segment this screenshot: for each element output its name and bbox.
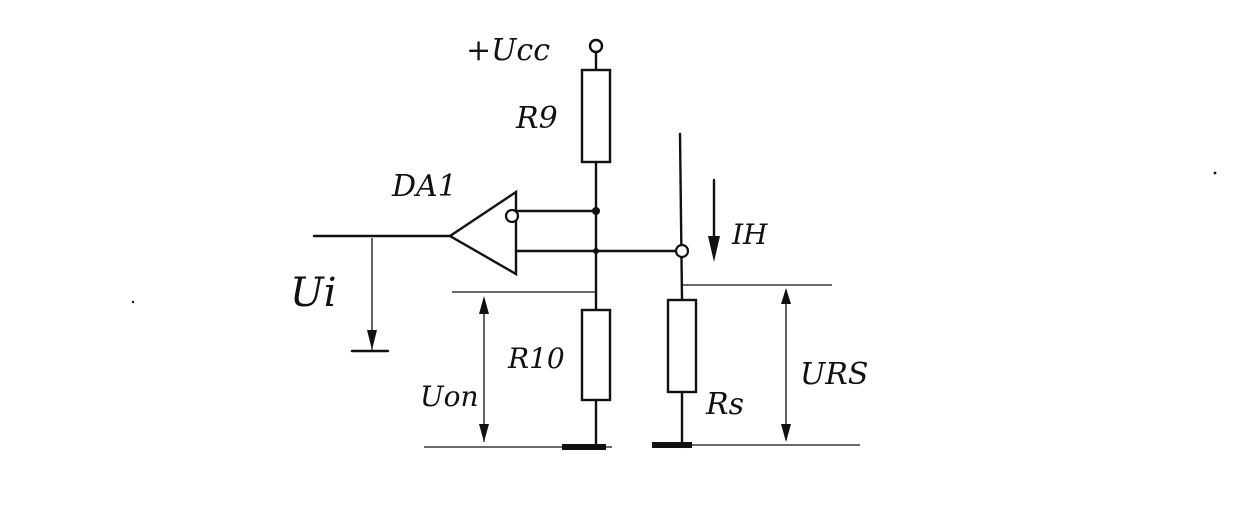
supply-terminal xyxy=(588,38,604,54)
speck xyxy=(131,300,135,304)
resistor-r10 xyxy=(580,308,612,402)
ground-symbol-right xyxy=(652,442,692,448)
resistor-r9 xyxy=(580,68,612,164)
uon-arrow-head-down xyxy=(479,424,489,442)
current-arrow-head xyxy=(708,236,720,262)
resistor-rs xyxy=(666,298,698,394)
label-r10: R10 xyxy=(507,342,565,375)
load-wire xyxy=(678,132,684,302)
urs-arrow-head-up xyxy=(781,288,791,304)
label-r9: R9 xyxy=(515,101,558,136)
inverting-input-bubble xyxy=(504,208,520,224)
label-supply: +Ucc xyxy=(466,33,550,68)
label-da1: DA1 xyxy=(391,169,457,204)
label-uon: Uon xyxy=(420,380,479,413)
ground-symbol-left xyxy=(562,444,606,450)
label-urs: URS xyxy=(800,357,868,392)
sense-node xyxy=(674,243,690,259)
junction-dot-top xyxy=(592,207,600,215)
ui-arrow-head xyxy=(367,330,377,350)
junction-dot-cross xyxy=(593,248,599,254)
label-ui: Ui xyxy=(290,270,337,316)
urs-arrow-head-down xyxy=(781,424,791,442)
uon-arrow-head-up xyxy=(479,296,489,314)
label-rs: Rs xyxy=(705,387,744,422)
opamp-da1 xyxy=(447,189,518,277)
speck xyxy=(1213,171,1217,175)
label-current: IH xyxy=(731,218,768,251)
